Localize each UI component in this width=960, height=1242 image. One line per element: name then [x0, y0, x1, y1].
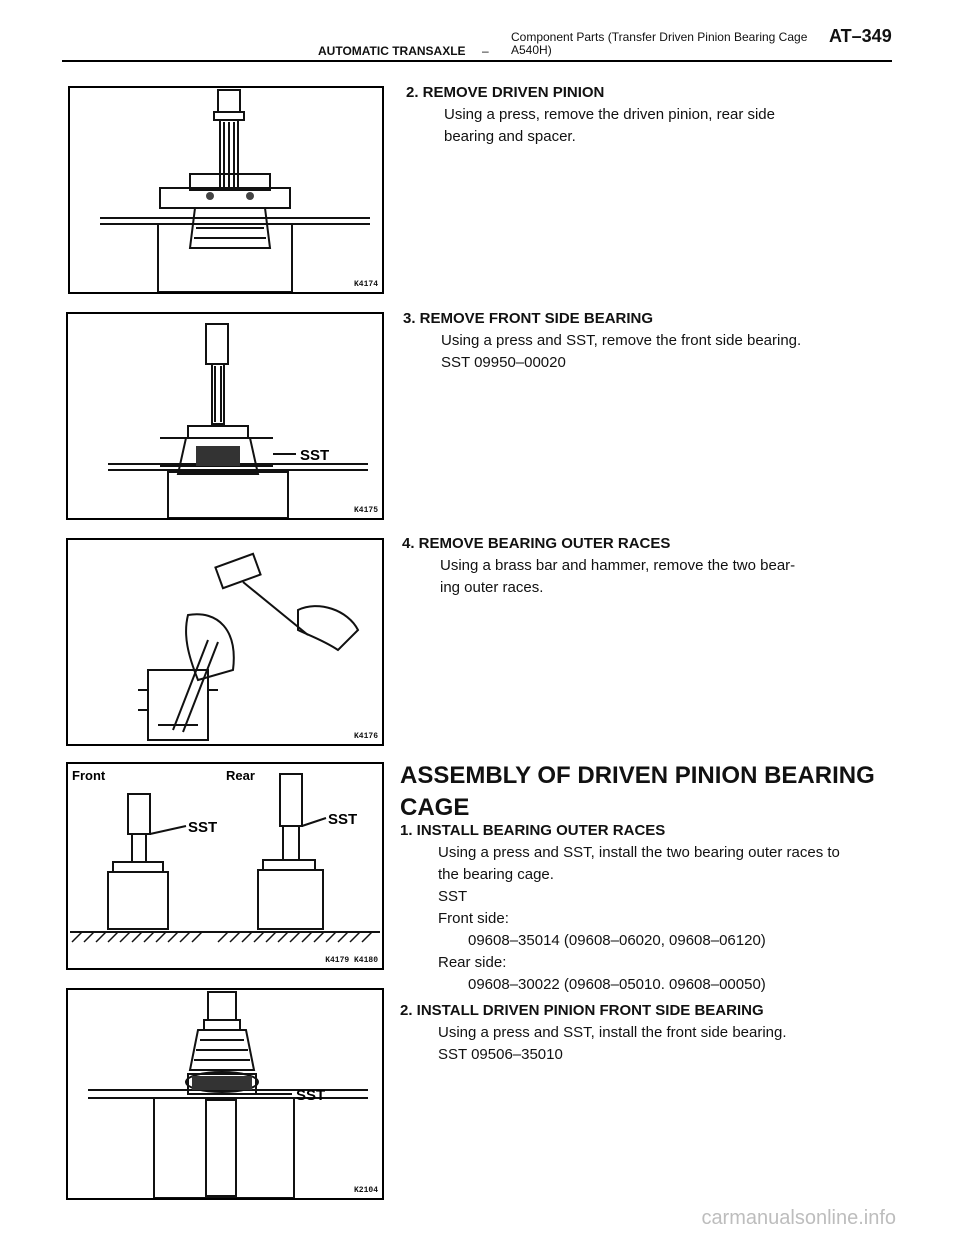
- rear-side-label: Rear side:: [438, 954, 507, 971]
- step-text-line: Using a brass bar and hammer, remove the…: [440, 557, 796, 574]
- sst-heading: SST: [438, 888, 468, 905]
- step-title: 4. REMOVE BEARING OUTER RACES: [402, 535, 671, 552]
- step-text-line: the bearing cage.: [438, 866, 554, 883]
- figure-code: K4174: [353, 280, 378, 289]
- press-illustration: [100, 89, 370, 292]
- step-text-line: bearing and spacer.: [444, 128, 576, 145]
- step-title: 2. REMOVE DRIVEN PINION: [406, 84, 605, 101]
- figure-install-front-side-bearing: SST K2104: [66, 988, 384, 1200]
- header-separator: –: [482, 44, 489, 58]
- sst-label-front: SST: [188, 819, 217, 836]
- page-number: AT–349: [829, 26, 892, 46]
- section-heading: ASSEMBLY OF DRIVEN PINION BEARING CAGE: [400, 762, 875, 821]
- header-rule: [62, 60, 892, 62]
- rear-side-sst-numbers: 09608–30022 (09608–05010. 09608–00050): [468, 976, 766, 993]
- step-title: 1. INSTALL BEARING OUTER RACES: [400, 822, 666, 839]
- front-label: Front: [72, 768, 106, 783]
- sst-number: SST 09506–35010: [438, 1046, 563, 1063]
- step-text-line: Using a press and SST, remove the front …: [441, 332, 802, 349]
- step-text-line: Using a press and SST, install the front…: [438, 1024, 787, 1041]
- step-text-line: Using a press and SST, install the two b…: [438, 844, 840, 861]
- step-install-bearing-outer-races: 1. INSTALL BEARING OUTER RACES Using a p…: [400, 820, 940, 996]
- step-remove-driven-pinion: 2. REMOVE DRIVEN PINION Using a press, r…: [406, 82, 906, 148]
- figure-remove-driven-pinion: K4174: [68, 86, 384, 294]
- figure-install-outer-races: Front Rear SST SST K4179 K4180: [66, 762, 384, 970]
- figure-code: K2104: [353, 1186, 378, 1195]
- figure-code: K4175: [353, 506, 378, 515]
- step-title: 2. INSTALL DRIVEN PINION FRONT SIDE BEAR…: [400, 1002, 764, 1019]
- figure-remove-bearing-outer-races: K4176: [66, 538, 384, 746]
- front-side-sst-numbers: 09608–35014 (09608–06020, 09608–06120): [468, 932, 766, 949]
- hammer-illustration: [138, 552, 360, 741]
- front-rear-press-illustration: Front Rear SST SST: [70, 768, 380, 943]
- sst-label: SST: [296, 1087, 325, 1104]
- figure-code: K4176: [353, 732, 378, 741]
- header-page-subject: Component Parts (Transfer Driven Pinion …: [511, 30, 808, 57]
- figure-remove-front-side-bearing: SST K4175: [66, 312, 384, 520]
- step-remove-bearing-outer-races: 4. REMOVE BEARING OUTER RACES Using a br…: [402, 533, 902, 599]
- sst-label: SST: [300, 447, 329, 464]
- step-install-front-side-bearing: 2. INSTALL DRIVEN PINION FRONT SIDE BEAR…: [400, 1000, 940, 1066]
- figure-code: K4179 K4180: [325, 956, 378, 965]
- header-section-title: AUTOMATIC TRANSAXLE: [318, 44, 466, 58]
- step-text-line: Using a press, remove the driven pinion,…: [444, 106, 775, 123]
- press-sst-illustration: SST: [108, 323, 368, 518]
- front-side-label: Front side:: [438, 910, 509, 927]
- watermark: carmanualsonline.info: [701, 1207, 896, 1229]
- step-remove-front-side-bearing: 3. REMOVE FRONT SIDE BEARING Using a pre…: [403, 308, 903, 374]
- press-sst-install-illustration: SST: [88, 991, 368, 1198]
- step-title: 3. REMOVE FRONT SIDE BEARING: [403, 310, 654, 327]
- sst-number: SST 09950–00020: [441, 354, 566, 371]
- step-text-line: ing outer races.: [440, 579, 544, 596]
- rear-label: Rear: [226, 768, 255, 783]
- sst-label-rear: SST: [328, 811, 357, 828]
